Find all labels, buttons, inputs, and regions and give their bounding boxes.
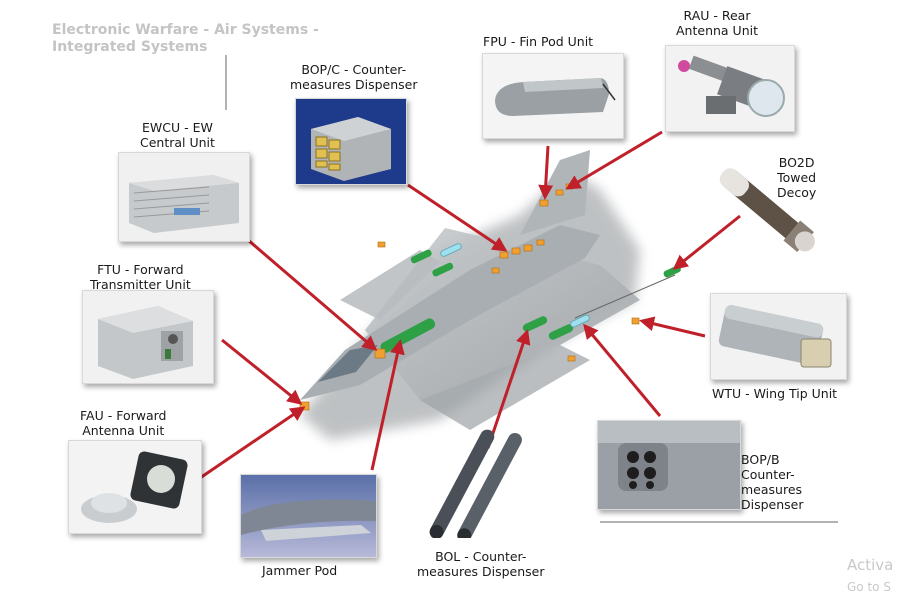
title-line-1: Electronic Warfare - Air Systems - bbox=[52, 22, 319, 38]
rau-label: RAU - Rear Antenna Unit bbox=[676, 8, 758, 38]
bopb-photo bbox=[597, 420, 741, 510]
arrow-bol bbox=[486, 329, 531, 449]
pointer-arrows bbox=[199, 130, 741, 480]
bo2d-label: BO2D Towed Decoy bbox=[777, 155, 817, 200]
ftu-label: FTU - Forward Transmitter Unit bbox=[90, 262, 191, 292]
fpu-photo bbox=[482, 53, 624, 139]
bopc-photo bbox=[295, 98, 407, 185]
arrow-fau bbox=[199, 406, 306, 480]
diagram-title: Electronic Warfare - Air Systems - Integ… bbox=[52, 22, 319, 56]
fau-label: FAU - Forward Antenna Unit bbox=[80, 408, 167, 438]
orange-pods bbox=[299, 183, 640, 411]
jammer-photo bbox=[240, 474, 377, 558]
cyan-antennas bbox=[440, 243, 590, 328]
arrow-jammer bbox=[370, 339, 405, 471]
ftu-photo bbox=[82, 290, 214, 384]
arrow-rau bbox=[565, 130, 663, 190]
wtu-photo bbox=[710, 293, 847, 380]
activation-watermark: Activa bbox=[847, 556, 894, 574]
rau-photo bbox=[665, 45, 795, 132]
fpu-label: FPU - Fin Pod Unit bbox=[483, 34, 594, 49]
jammer-label: Jammer Pod bbox=[262, 563, 338, 578]
bopb-label: BOP/B Counter- measures Dispenser bbox=[741, 452, 804, 512]
arrow-wtu bbox=[639, 316, 706, 338]
bopc-label: BOP/C - Counter- measures Dispenser bbox=[290, 62, 418, 92]
bo2d-photo bbox=[705, 153, 830, 263]
bol-label: BOL - Counter- measures Dispenser bbox=[417, 549, 545, 579]
decoy-cable bbox=[574, 274, 676, 319]
arrow-bopc bbox=[407, 183, 508, 252]
bol-photo bbox=[418, 428, 548, 543]
arrow-ewcu bbox=[247, 238, 378, 351]
wtu-label: WTU - Wing Tip Unit bbox=[712, 386, 838, 401]
arrow-ftu bbox=[221, 338, 303, 405]
arrow-fpu bbox=[538, 145, 554, 200]
arrow-bo2d bbox=[672, 214, 741, 270]
activation-watermark-sub: Go to S bbox=[847, 580, 891, 594]
title-line-2: Integrated Systems bbox=[52, 39, 208, 55]
arrow-bopb bbox=[583, 323, 662, 417]
ewcu-photo bbox=[118, 152, 250, 242]
fau-photo bbox=[68, 440, 202, 534]
ewcu-label: EWCU - EW Central Unit bbox=[140, 120, 215, 150]
